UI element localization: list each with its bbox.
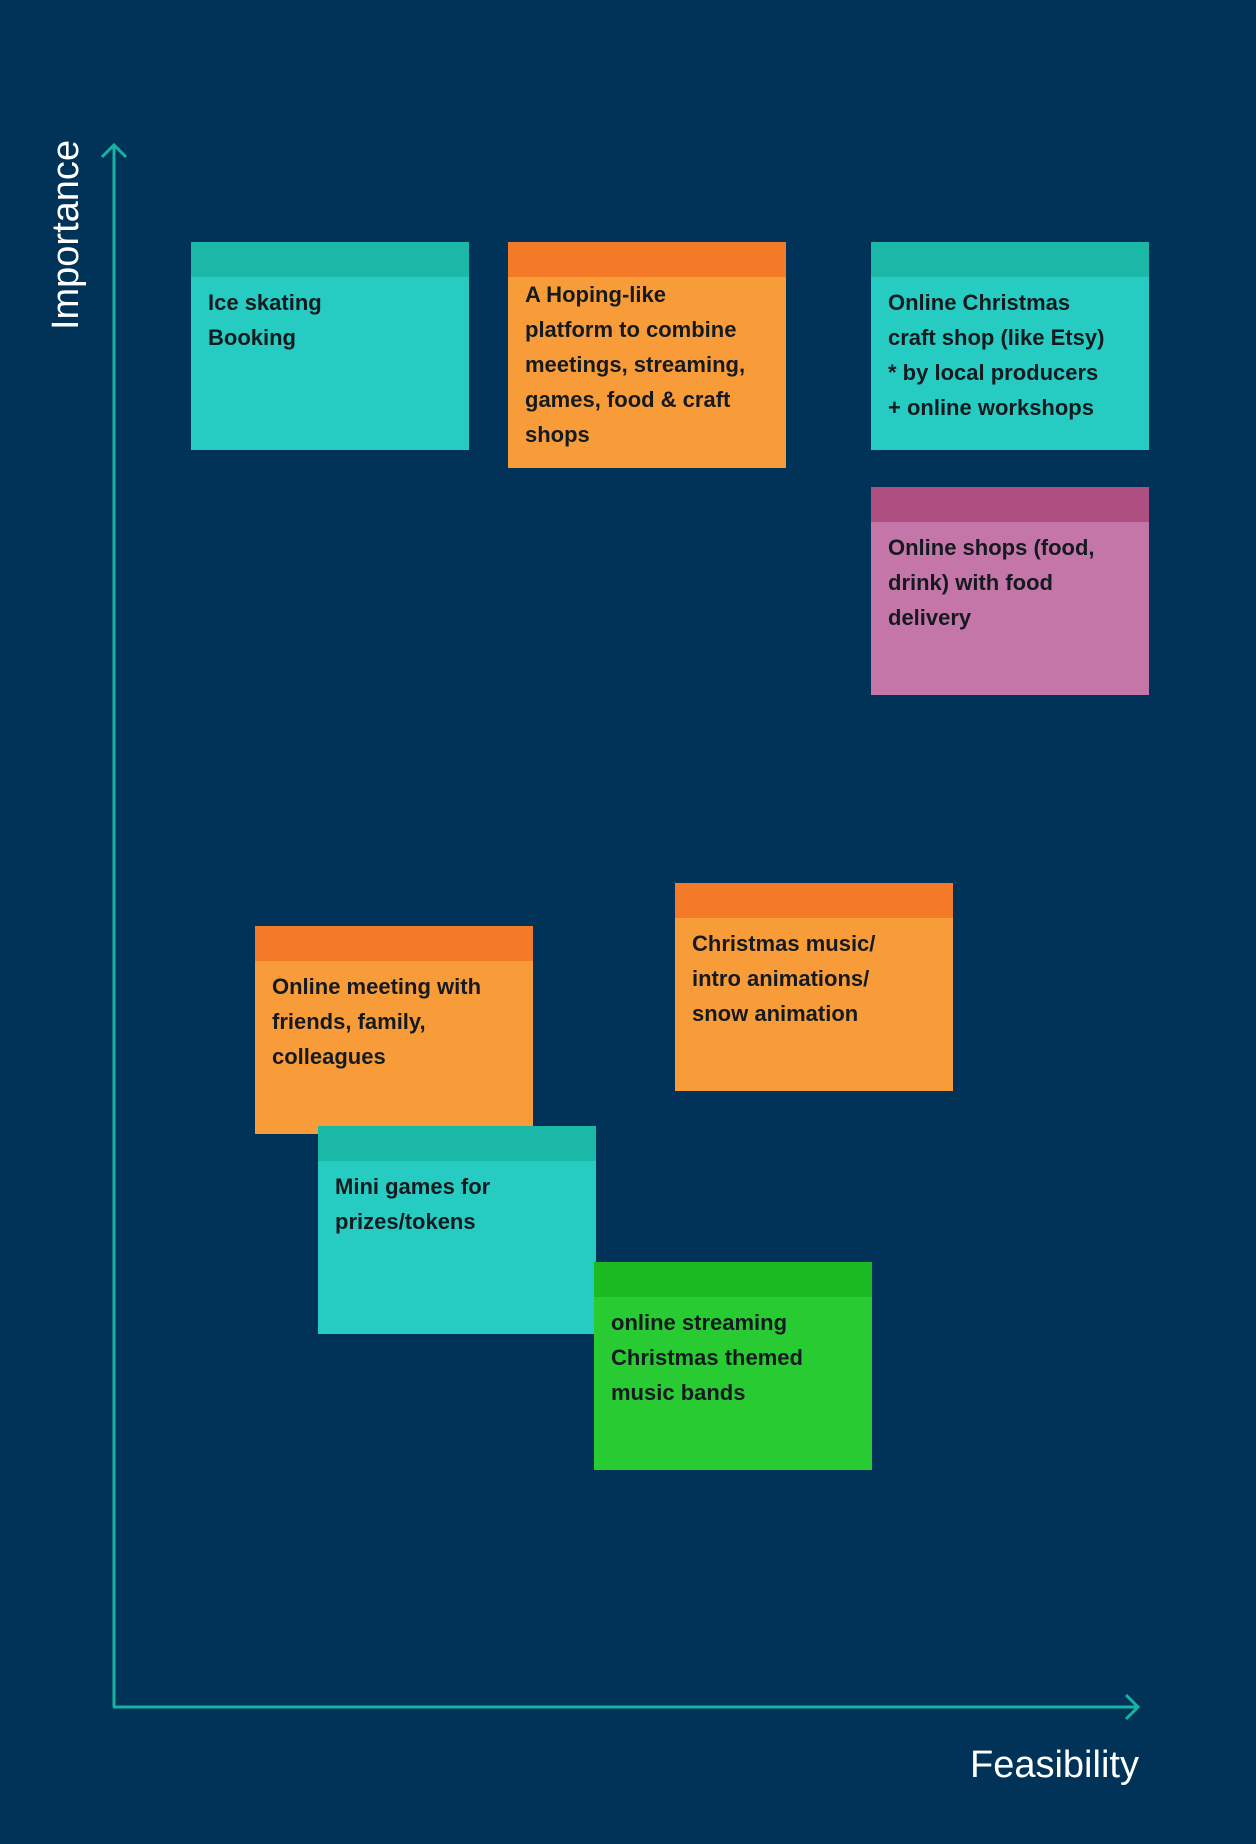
sticky-note-text: Christmas music/ intro animations/ snow …	[692, 931, 876, 1026]
sticky-note-header	[191, 242, 469, 277]
sticky-note-header	[594, 1262, 872, 1297]
x-axis-arrow-icon	[1124, 1693, 1141, 1721]
sticky-note-ice-skating[interactable]: Ice skating Booking	[191, 242, 469, 450]
sticky-note-header	[675, 883, 953, 918]
sticky-note-music-streaming[interactable]: online streaming Christmas themed music …	[594, 1262, 872, 1470]
sticky-note-text: Ice skating Booking	[208, 290, 322, 350]
sticky-note-header	[255, 926, 533, 961]
sticky-note-text: A Hoping-like platform to combine meetin…	[525, 282, 746, 447]
y-axis-arrow-icon	[100, 142, 128, 159]
sticky-note-header	[508, 242, 786, 277]
sticky-note-text: Mini games for prizes/tokens	[335, 1174, 491, 1234]
sticky-note-header	[871, 242, 1149, 277]
sticky-note-text: Online meeting with friends, family, col…	[272, 974, 482, 1069]
sticky-note-craft-shop[interactable]: Online Christmas craft shop (like Etsy) …	[871, 242, 1149, 450]
sticky-note-text: Online shops (food, drink) with food del…	[888, 535, 1095, 630]
sticky-note-christmas-music[interactable]: Christmas music/ intro animations/ snow …	[675, 883, 953, 1091]
sticky-note-header	[871, 487, 1149, 522]
y-axis-label: Importance	[45, 139, 87, 331]
sticky-note-hoping-platform[interactable]: A Hoping-like platform to combine meetin…	[508, 242, 786, 468]
sticky-note-header	[318, 1126, 596, 1161]
sticky-note-mini-games[interactable]: Mini games for prizes/tokens	[318, 1126, 596, 1334]
sticky-note-food-shops[interactable]: Online shops (food, drink) with food del…	[871, 487, 1149, 695]
sticky-note-text: Online Christmas craft shop (like Etsy) …	[888, 290, 1105, 420]
sticky-note-online-meeting[interactable]: Online meeting with friends, family, col…	[255, 926, 533, 1134]
x-axis-label: Feasibility	[970, 1744, 1139, 1786]
sticky-note-text: online streaming Christmas themed music …	[611, 1310, 803, 1405]
